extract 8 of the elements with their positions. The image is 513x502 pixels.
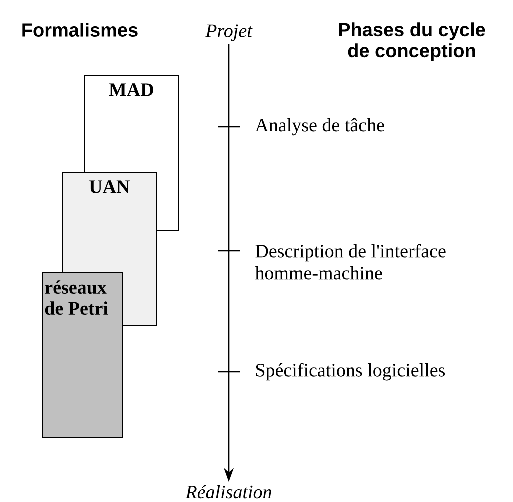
column-heading: Formalismes xyxy=(22,23,138,37)
axis-end-label: Projet xyxy=(206,24,253,42)
axis-end-label: Réalisation xyxy=(186,485,272,499)
phase-label: Spécifications logicielles xyxy=(256,363,446,381)
phase-label: Description de l'interface homme-machine xyxy=(255,244,446,280)
column-heading: Phases du cycle de conception xyxy=(339,22,486,62)
phase-label: Analyse de tâche xyxy=(255,118,384,136)
formalism-box: réseaux de Petri xyxy=(42,272,124,438)
